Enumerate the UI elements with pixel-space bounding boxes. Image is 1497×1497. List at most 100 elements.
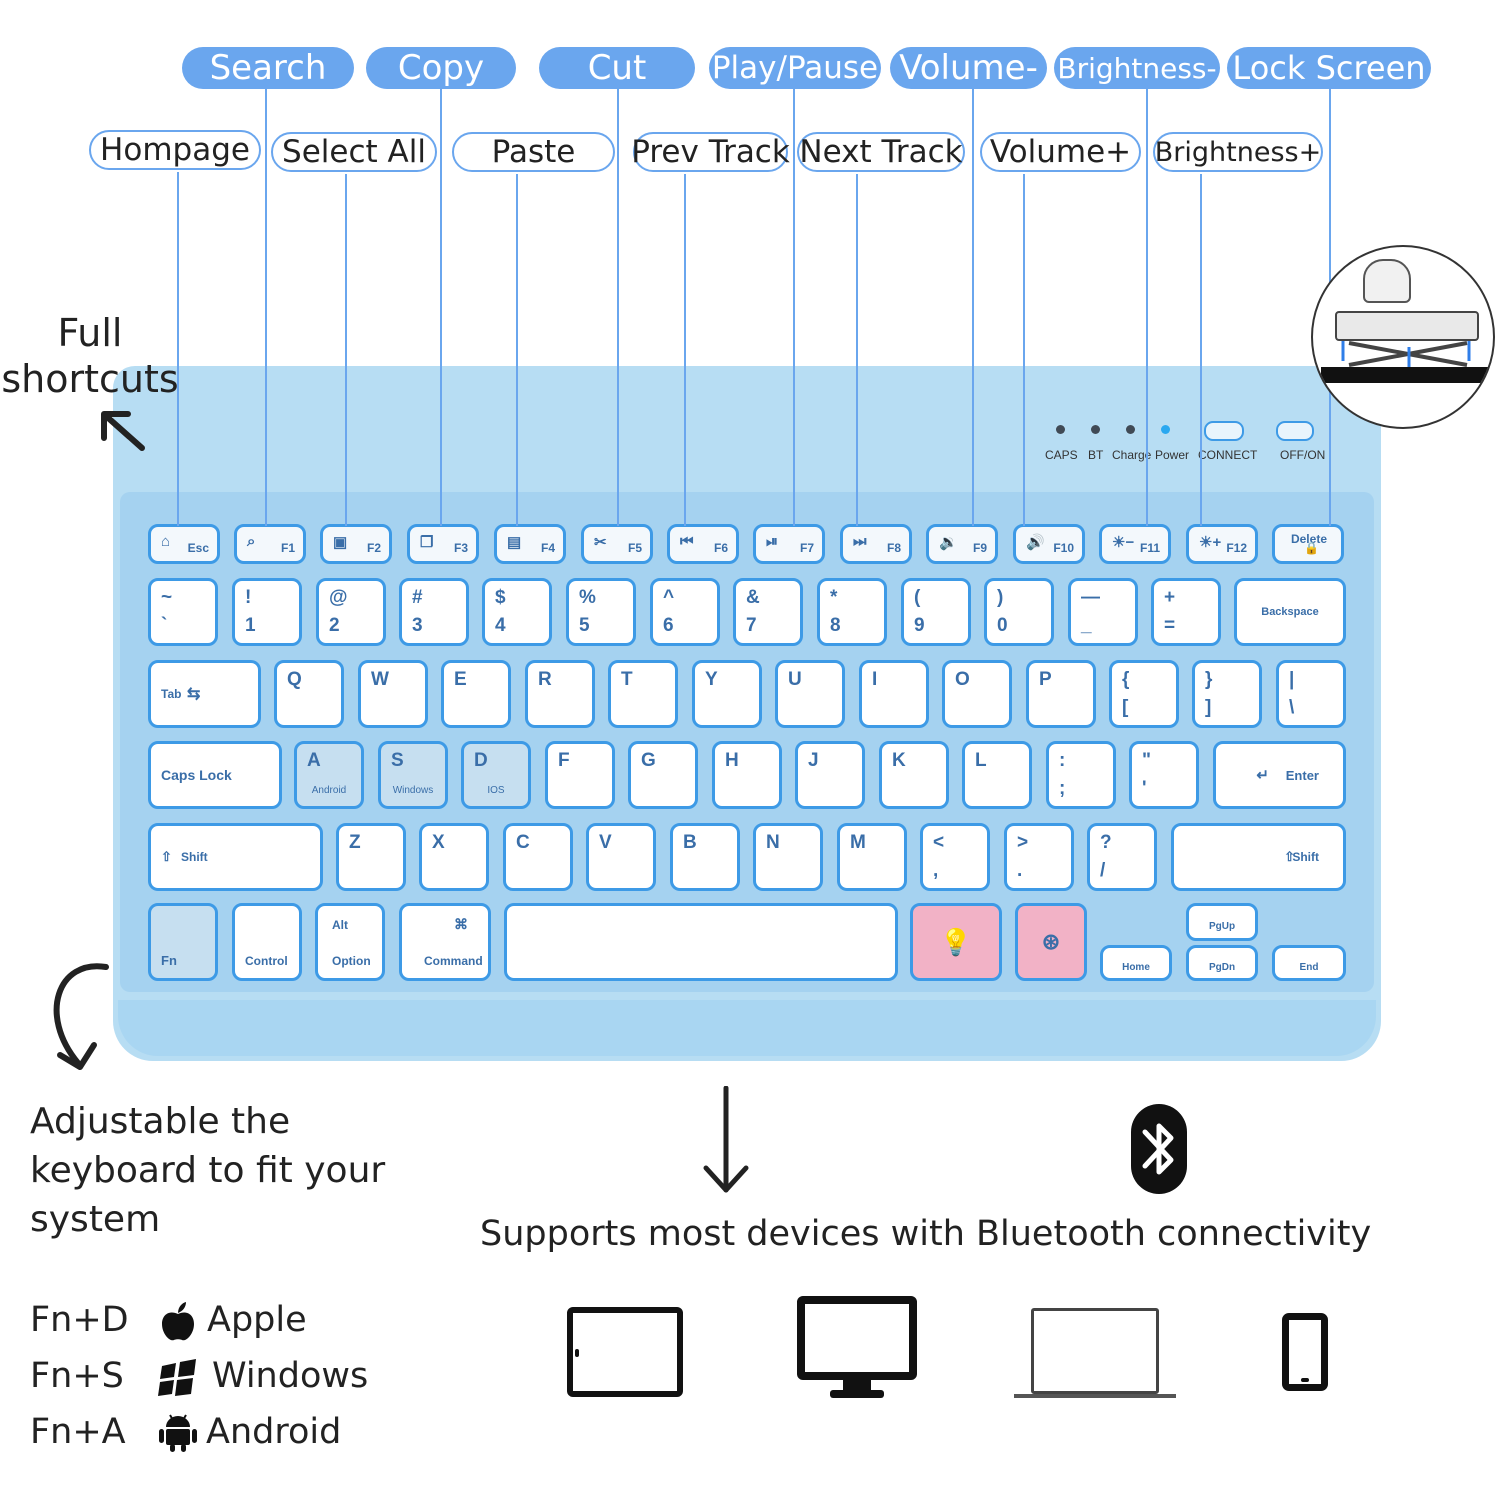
key-j[interactable]: J	[795, 741, 865, 809]
key-f10[interactable]: 🔊F10	[1013, 524, 1085, 564]
connect-button[interactable]	[1204, 421, 1244, 441]
key-delete[interactable]: Delete🔒	[1272, 524, 1344, 564]
key-e[interactable]: E	[441, 660, 511, 728]
tablet-icon	[567, 1307, 683, 1397]
select-all-icon: ▣	[333, 534, 348, 551]
key-h[interactable]: H	[712, 741, 782, 809]
copy-icon: ❐	[420, 534, 434, 551]
label-brightness-down: Brightness-	[1054, 47, 1220, 89]
label-prev-track: Prev Track	[631, 132, 790, 172]
key-f11[interactable]: ☀−F11	[1099, 524, 1171, 564]
full-shortcuts-label: Full shortcuts	[1, 311, 179, 401]
key-k[interactable]: K	[879, 741, 949, 809]
key-backlight[interactable]: 💡	[910, 903, 1002, 981]
key-v[interactable]: V	[586, 823, 656, 891]
power-switch[interactable]	[1276, 421, 1314, 441]
key-pgup[interactable]: PgUp	[1186, 903, 1258, 941]
key-left-bracket[interactable]: {[	[1109, 660, 1179, 728]
key-n[interactable]: N	[753, 823, 823, 891]
caps-led	[1056, 425, 1065, 434]
key-backslash[interactable]: |\	[1276, 660, 1346, 728]
key-f2[interactable]: ▣F2	[320, 524, 392, 564]
key-esc[interactable]: ⌂Esc	[148, 524, 220, 564]
key-control[interactable]: Control	[232, 903, 302, 981]
key-r[interactable]: R	[525, 660, 595, 728]
key-semicolon[interactable]: :;	[1046, 741, 1116, 809]
key-comma[interactable]: <,	[920, 823, 990, 891]
key-f1[interactable]: ⌕F1	[234, 524, 306, 564]
key-o[interactable]: O	[942, 660, 1012, 728]
switch-base-icon	[1321, 367, 1489, 383]
key-z[interactable]: Z	[336, 823, 406, 891]
key-u[interactable]: U	[775, 660, 845, 728]
key-i[interactable]: I	[859, 660, 929, 728]
key-right-shift[interactable]: ⇧Shift	[1171, 823, 1346, 891]
os-name-apple: Apple	[207, 1300, 307, 1340]
key-command[interactable]: ⌘Command	[399, 903, 491, 981]
key-1[interactable]: !1	[232, 578, 302, 646]
key-g[interactable]: G	[628, 741, 698, 809]
key-f3[interactable]: ❐F3	[407, 524, 479, 564]
key-f5[interactable]: ✂F5	[581, 524, 653, 564]
key-space[interactable]	[504, 903, 898, 981]
home-icon: ⌂	[161, 533, 171, 550]
label-search: Search	[182, 47, 354, 89]
key-f4[interactable]: ▤F4	[494, 524, 566, 564]
key-minus[interactable]: —_	[1068, 578, 1138, 646]
key-m[interactable]: M	[837, 823, 907, 891]
key-enter[interactable]: Enter↵	[1213, 741, 1346, 809]
key-rgb[interactable]: ⊛	[1015, 903, 1087, 981]
key-end[interactable]: End	[1272, 945, 1346, 981]
key-8[interactable]: *8	[817, 578, 887, 646]
key-q[interactable]: Q	[274, 660, 344, 728]
key-f[interactable]: F	[545, 741, 615, 809]
key-6[interactable]: ^6	[650, 578, 720, 646]
volume-down-icon: 🔉	[939, 534, 958, 551]
key-f6[interactable]: ⏮F6	[667, 524, 739, 564]
key-caps-lock[interactable]: Caps Lock	[148, 741, 282, 809]
key-f8[interactable]: ⏭F8	[840, 524, 912, 564]
supports-text: Supports most devices with Bluetooth con…	[480, 1214, 1372, 1254]
key-2[interactable]: @2	[316, 578, 386, 646]
key-3[interactable]: #3	[399, 578, 469, 646]
key-0[interactable]: )0	[984, 578, 1054, 646]
key-backspace[interactable]: Backspace	[1234, 578, 1346, 646]
key-x[interactable]: X	[419, 823, 489, 891]
key-left-shift[interactable]: ⇧Shift	[148, 823, 323, 891]
key-f12[interactable]: ☀+F12	[1186, 524, 1258, 564]
key-7[interactable]: &7	[733, 578, 803, 646]
key-5[interactable]: %5	[566, 578, 636, 646]
key-slash[interactable]: ?/	[1087, 823, 1157, 891]
key-f9[interactable]: 🔉F9	[926, 524, 998, 564]
key-fn[interactable]: Fn	[148, 903, 218, 981]
key-t[interactable]: T	[608, 660, 678, 728]
label-paste: Paste	[452, 132, 615, 172]
key-p[interactable]: P	[1026, 660, 1096, 728]
connector-line	[793, 89, 795, 526]
connector-line	[345, 174, 347, 526]
key-c[interactable]: C	[503, 823, 573, 891]
key-y[interactable]: Y	[692, 660, 762, 728]
key-quote[interactable]: "'	[1129, 741, 1199, 809]
key-b[interactable]: B	[670, 823, 740, 891]
connector-line	[177, 172, 179, 526]
key-l[interactable]: L	[962, 741, 1032, 809]
key-pgdn[interactable]: PgDn	[1186, 945, 1258, 981]
caps-indicator-label: CAPS	[1045, 448, 1078, 462]
key-f7[interactable]: ⏯F7	[753, 524, 825, 564]
key-4[interactable]: $4	[482, 578, 552, 646]
command-icon: ⌘	[454, 916, 468, 932]
key-9[interactable]: (9	[901, 578, 971, 646]
bt-indicator-label: BT	[1088, 448, 1104, 462]
key-tab[interactable]: Tab⇆	[148, 660, 261, 728]
key-w[interactable]: W	[358, 660, 428, 728]
key-tilde[interactable]: ~`	[148, 578, 218, 646]
key-period[interactable]: >.	[1004, 823, 1074, 891]
key-equals[interactable]: +=	[1151, 578, 1221, 646]
key-right-bracket[interactable]: }]	[1192, 660, 1262, 728]
key-home[interactable]: Home	[1100, 945, 1172, 981]
